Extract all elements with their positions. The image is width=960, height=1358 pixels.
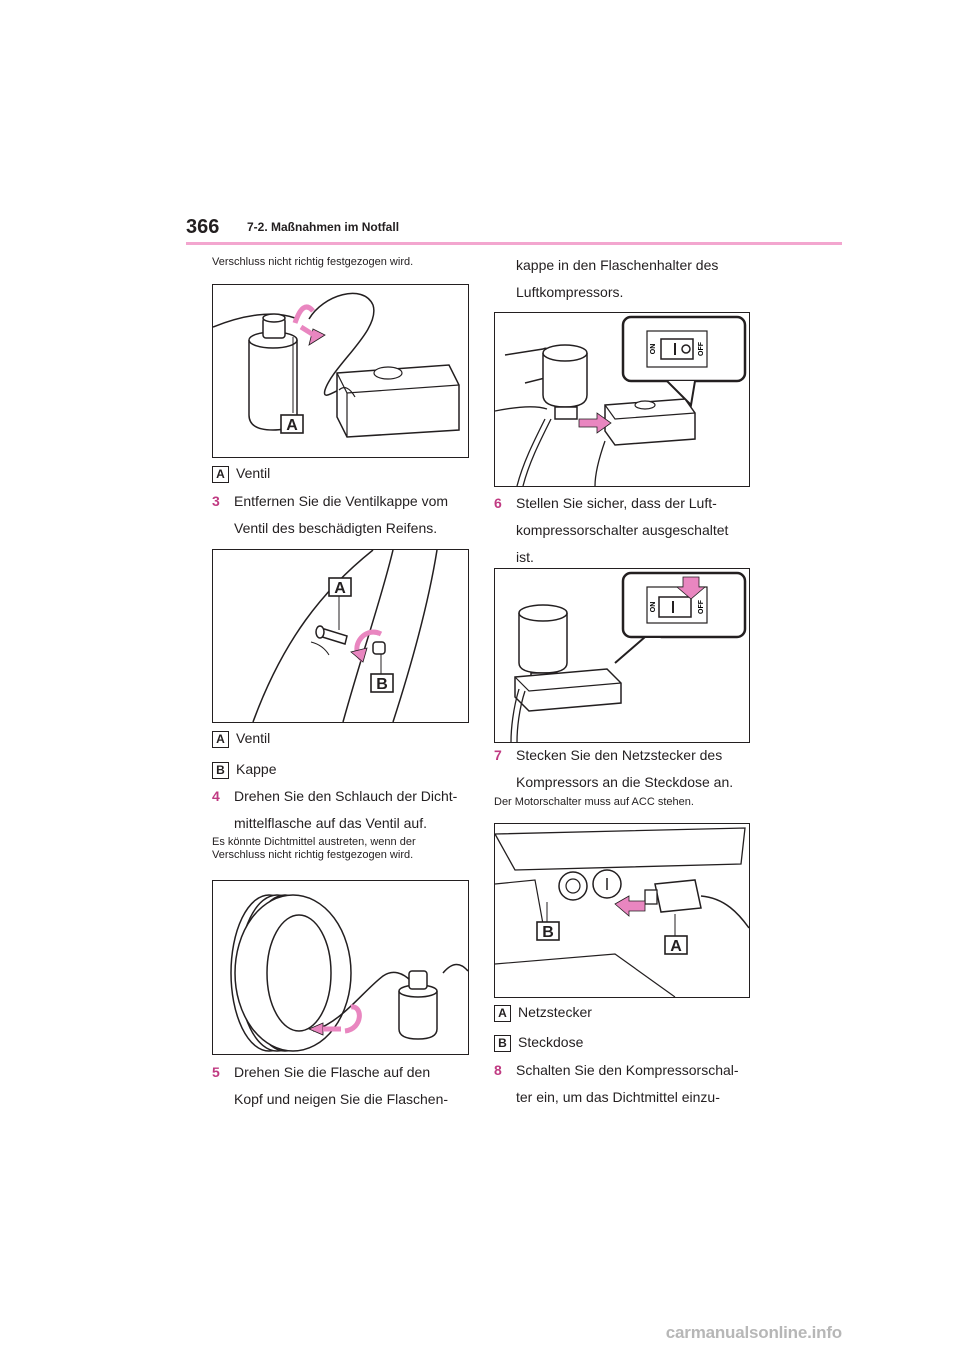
step-6: 6 Stellen Sie sicher, dass der Luft- kom… — [494, 490, 728, 571]
step-line: mittelflasche auf das Ventil auf. — [234, 815, 427, 831]
callout-a: A — [286, 417, 298, 434]
switch-on-label: ON — [650, 602, 657, 613]
legend-text: Ventil — [236, 730, 271, 746]
step-line: Kopf und neigen Sie die Flaschen- — [234, 1091, 449, 1107]
step-line: Drehen Sie den Schlauch der Dicht- — [234, 788, 458, 804]
callout-a: A — [670, 938, 682, 955]
legend-badge: A — [494, 1005, 511, 1022]
step-line: Stellen Sie sicher, dass der Luft- — [516, 495, 717, 511]
note-acc: Der Motorschalter muss auf ACC stehen. — [494, 796, 694, 808]
watermark: carmanualsonline.info — [665, 1323, 842, 1342]
callout-b: B — [542, 924, 554, 941]
switch-off-label: OFF — [698, 341, 705, 356]
step-line: Kompressors an die Steckdose an. — [516, 774, 734, 790]
switch-on-label: ON — [650, 344, 657, 355]
step-3: 3 Entfernen Sie die Ventilkappe vom Vent… — [212, 488, 448, 542]
section-title: 7-2. Maßnahmen im Notfall — [247, 220, 400, 234]
step-line: Drehen Sie die Flasche auf den — [234, 1064, 431, 1080]
legend-text: Steckdose — [518, 1034, 584, 1050]
legend-item: B Steckdose — [494, 1034, 694, 1053]
step-number: 3 — [212, 493, 220, 509]
step-7: 7 Stecken Sie den Netzstecker des Kompre… — [494, 742, 733, 796]
illustration-bottle-holder: ON OFF — [495, 315, 747, 486]
legend-item: A Ventil — [212, 730, 412, 749]
legend-badge: A — [212, 731, 229, 748]
figure-power-socket: B A — [494, 823, 750, 998]
intro-note: Verschluss nicht richtig festgezogen wir… — [212, 256, 414, 268]
figure-bottle-compressor: A — [212, 284, 469, 458]
step-8: 8 Schalten Sie den Kompressorschal- ter … — [494, 1057, 739, 1111]
figure-bottle-holder: ON OFF — [494, 312, 750, 487]
legend-badge: A — [212, 466, 229, 483]
step-4: 4 Drehen Sie den Schlauch der Dicht- mit… — [212, 783, 457, 837]
legend-text: Kappe — [236, 761, 277, 777]
page-number: 366 — [186, 216, 220, 238]
step-line: Stecken Sie den Netzstecker des — [516, 747, 723, 763]
callout-b: B — [376, 676, 388, 693]
step-line: kappe in den Flaschenhalter des — [516, 257, 719, 273]
step-number: 7 — [494, 747, 502, 763]
note-sealant: Es könnte Dichtmittel austreten, wenn de… — [212, 836, 416, 862]
step-line: Entfernen Sie die Ventilkappe vom — [234, 493, 449, 509]
legend-item: A Ventil — [212, 465, 412, 484]
illustration-bottle-compressor: A — [213, 292, 460, 438]
step-5: 5 Drehen Sie die Flasche auf den Kopf un… — [212, 1059, 448, 1113]
figure-valve-cap: A B — [212, 549, 469, 723]
figure-switch-off: ON OFF — [494, 568, 750, 743]
legend-text: Ventil — [236, 465, 271, 481]
step-line: ter ein, um das Dichtmittel einzu- — [516, 1089, 720, 1105]
legend-badge: B — [494, 1035, 511, 1052]
step-number: 4 — [212, 788, 220, 804]
illustration-switch-off: ON OFF — [510, 571, 747, 742]
step-line: Ventil des beschädigten Reifens. — [234, 520, 438, 536]
step-number: 8 — [494, 1062, 502, 1078]
legend-text: Netzstecker — [518, 1004, 592, 1020]
note-line: Verschluss nicht richtig festgezogen wir… — [212, 849, 414, 861]
legend-item: B Kappe — [212, 761, 412, 780]
step-line: ist. — [516, 549, 534, 565]
illustration-tire-bottle — [230, 894, 468, 1052]
switch-off-label: OFF — [698, 599, 705, 614]
step-line: Luftkompressors. — [516, 284, 624, 300]
illustration-power-socket: B A — [495, 827, 749, 997]
step-line: kompressorschalter ausgeschaltet — [516, 522, 729, 538]
step-number: 5 — [212, 1064, 220, 1080]
step-number: 6 — [494, 495, 502, 511]
figure-tire-bottle — [212, 880, 469, 1055]
legend-badge: B — [212, 762, 229, 779]
callout-a: A — [334, 580, 346, 597]
header-rule — [186, 242, 842, 245]
note-line: Es könnte Dichtmittel austreten, wenn de… — [212, 836, 416, 848]
step-line: Schalten Sie den Kompressorschal- — [516, 1062, 739, 1078]
legend-item: A Netzstecker — [494, 1004, 694, 1023]
illustration-valve-cap: A B — [252, 550, 438, 722]
step-5-continued: kappe in den Flaschenhalter des Luftkomp… — [516, 252, 718, 306]
